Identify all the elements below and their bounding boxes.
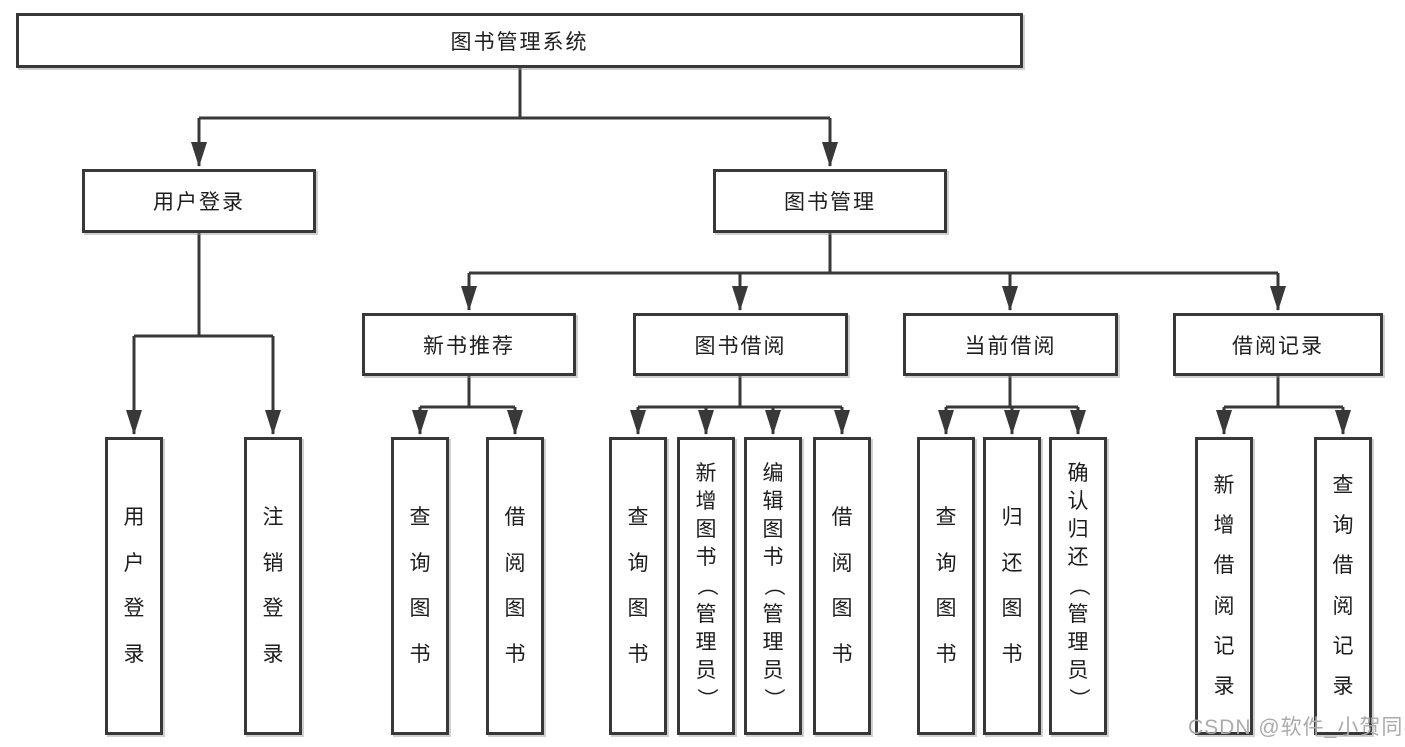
leaf-query-books-recommend: 查询图书 (391, 437, 449, 735)
leaf-return-books: 归还图书 (983, 437, 1041, 735)
node-new-book-recommend: 新书推荐 (362, 313, 576, 376)
node-root-system: 图书管理系统 (16, 13, 1023, 68)
leaf-logout: 注销登录 (244, 437, 302, 735)
leaf-query-books-borrow: 查询图书 (609, 437, 667, 735)
node-book-borrow: 图书借阅 (633, 313, 848, 376)
leaf-add-borrow-record: 新增借阅记录 (1195, 437, 1253, 735)
leaf-user-login: 用户登录 (105, 437, 163, 735)
node-user-login: 用户登录 (82, 169, 316, 233)
node-current-borrow: 当前借阅 (903, 313, 1118, 376)
leaf-edit-books-admin: 编辑图书（管理员） (744, 437, 802, 735)
leaf-add-books-admin: 新增图书（管理员） (677, 437, 735, 735)
node-book-management: 图书管理 (713, 169, 947, 233)
leaf-confirm-return-admin: 确认归还（管理员） (1049, 437, 1107, 735)
leaf-borrow-books: 借阅图书 (813, 437, 871, 735)
leaf-borrow-books-recommend: 借阅图书 (486, 437, 544, 735)
leaf-query-borrow-record: 查询借阅记录 (1314, 437, 1372, 735)
csdn-watermark: CSDN @软件_小贺同学 (1188, 716, 1405, 739)
leaf-query-books-current: 查询图书 (917, 437, 975, 735)
node-borrow-records: 借阅记录 (1173, 313, 1383, 376)
